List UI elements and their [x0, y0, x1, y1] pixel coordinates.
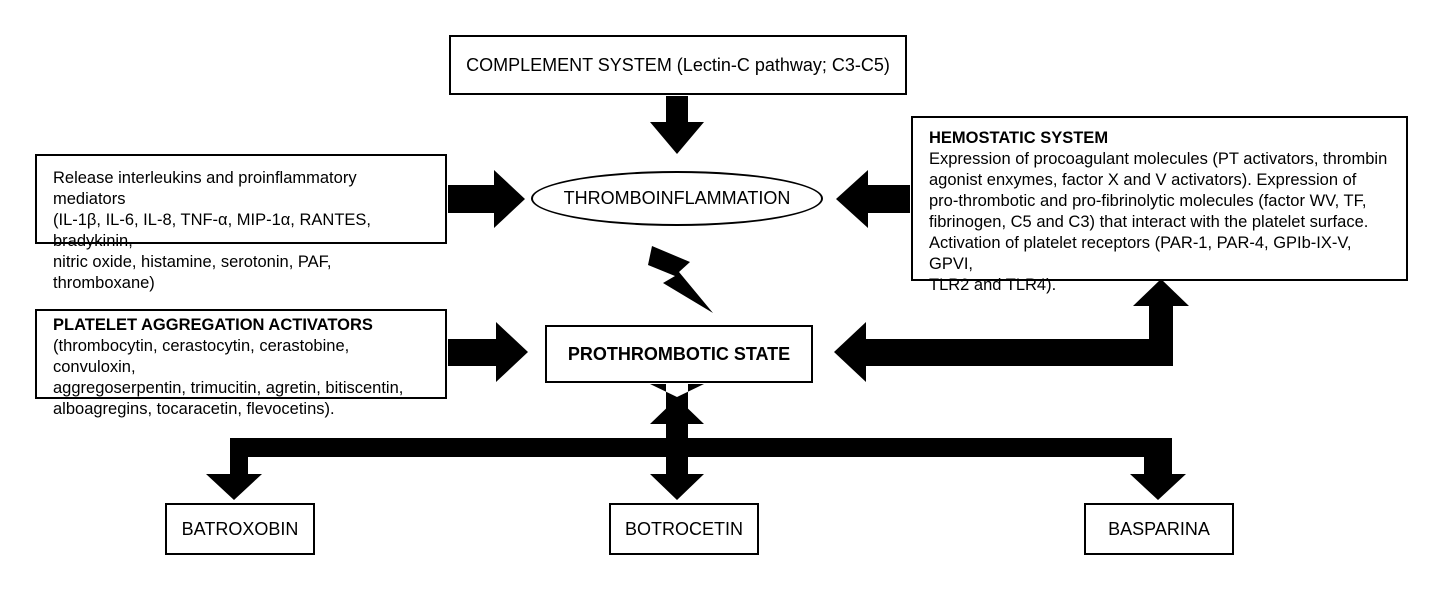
- hemostatic-line-1: Expression of procoagulant molecules (PT…: [929, 150, 1388, 168]
- arrow-head-up-to-prothrombotic: [650, 398, 704, 424]
- prothrombotic-state-label: PROTHROMBOTIC STATE: [567, 343, 791, 364]
- interleukins-line-3: nitric oxide, histamine, serotonin, PAF,…: [53, 253, 332, 292]
- hemostatic-line-2: agonist enxymes, factor X and V activato…: [929, 171, 1357, 189]
- botrocetin-box: BOTROCETIN: [609, 503, 759, 555]
- hemostatic-line-6: TLR2 and TLR4).: [929, 276, 1057, 294]
- thromboinflammation-label: THROMBOINFLAMMATION: [563, 188, 791, 208]
- arrow-prothrombotic-hemostatic-elbow: [834, 279, 1189, 382]
- platelet-aggregation-title: PLATELET AGGREGATION ACTIVATORS: [53, 316, 373, 334]
- hemostatic-line-3: pro-thrombotic and pro-fibrinolytic mole…: [929, 192, 1367, 210]
- hemostatic-line-4: fibrinogen, C5 and C3) that interact wit…: [929, 213, 1369, 231]
- platelet-aggregation-box: PLATELET AGGREGATION ACTIVATORS (thrombo…: [35, 309, 447, 418]
- platelet-line-1: (thrombocytin, cerastocytin, cerastobine…: [53, 337, 350, 376]
- hemostatic-line-5: Activation of platelet receptors (PAR-1,…: [929, 234, 1352, 273]
- complement-system-label: COMPLEMENT SYSTEM (Lectin-C pathway; C3-…: [466, 54, 890, 75]
- botrocetin-label: BOTROCETIN: [624, 518, 743, 539]
- basparina-label: BASPARINA: [1108, 518, 1210, 539]
- arrow-interleukins-to-thromboinflammation: [448, 170, 525, 228]
- arrow-complement-to-thromboinflammation: [650, 96, 704, 154]
- complement-system-box: COMPLEMENT SYSTEM (Lectin-C pathway; C3-…: [449, 35, 907, 95]
- arrow-platelet-to-prothrombotic: [448, 322, 528, 382]
- interleukins-line-1: Release interleukins and proinflammatory…: [53, 169, 357, 208]
- hemostatic-system-title: HEMOSTATIC SYSTEM: [929, 129, 1109, 147]
- arrow-hemostatic-to-thromboinflammation: [836, 170, 910, 228]
- batroxobin-box: BATROXOBIN: [165, 503, 315, 555]
- interleukins-line-2: (IL-1β, IL-6, IL-8, TNF-α, MIP-1α, RANTE…: [53, 211, 371, 250]
- basparina-box: BASPARINA: [1084, 503, 1234, 555]
- prothrombotic-state-box: PROTHROMBOTIC STATE: [545, 325, 813, 383]
- interleukins-box: Release interleukins and proinflammatory…: [35, 154, 447, 292]
- thromboinflammation-ellipse: THROMBOINFLAMMATION: [531, 171, 823, 226]
- lightning-bolt-icon: [648, 246, 713, 313]
- platelet-line-2: aggregoserpentin, trimucitin, agretin, b…: [53, 379, 404, 397]
- hemostatic-system-box: HEMOSTATIC SYSTEM Expression of procoagu…: [911, 116, 1408, 294]
- platelet-line-3: alboagregins, tocaracetin, flevocetins).: [53, 400, 335, 418]
- arrow-bottom-distribution: [206, 384, 1186, 500]
- batroxobin-label: BATROXOBIN: [181, 518, 299, 539]
